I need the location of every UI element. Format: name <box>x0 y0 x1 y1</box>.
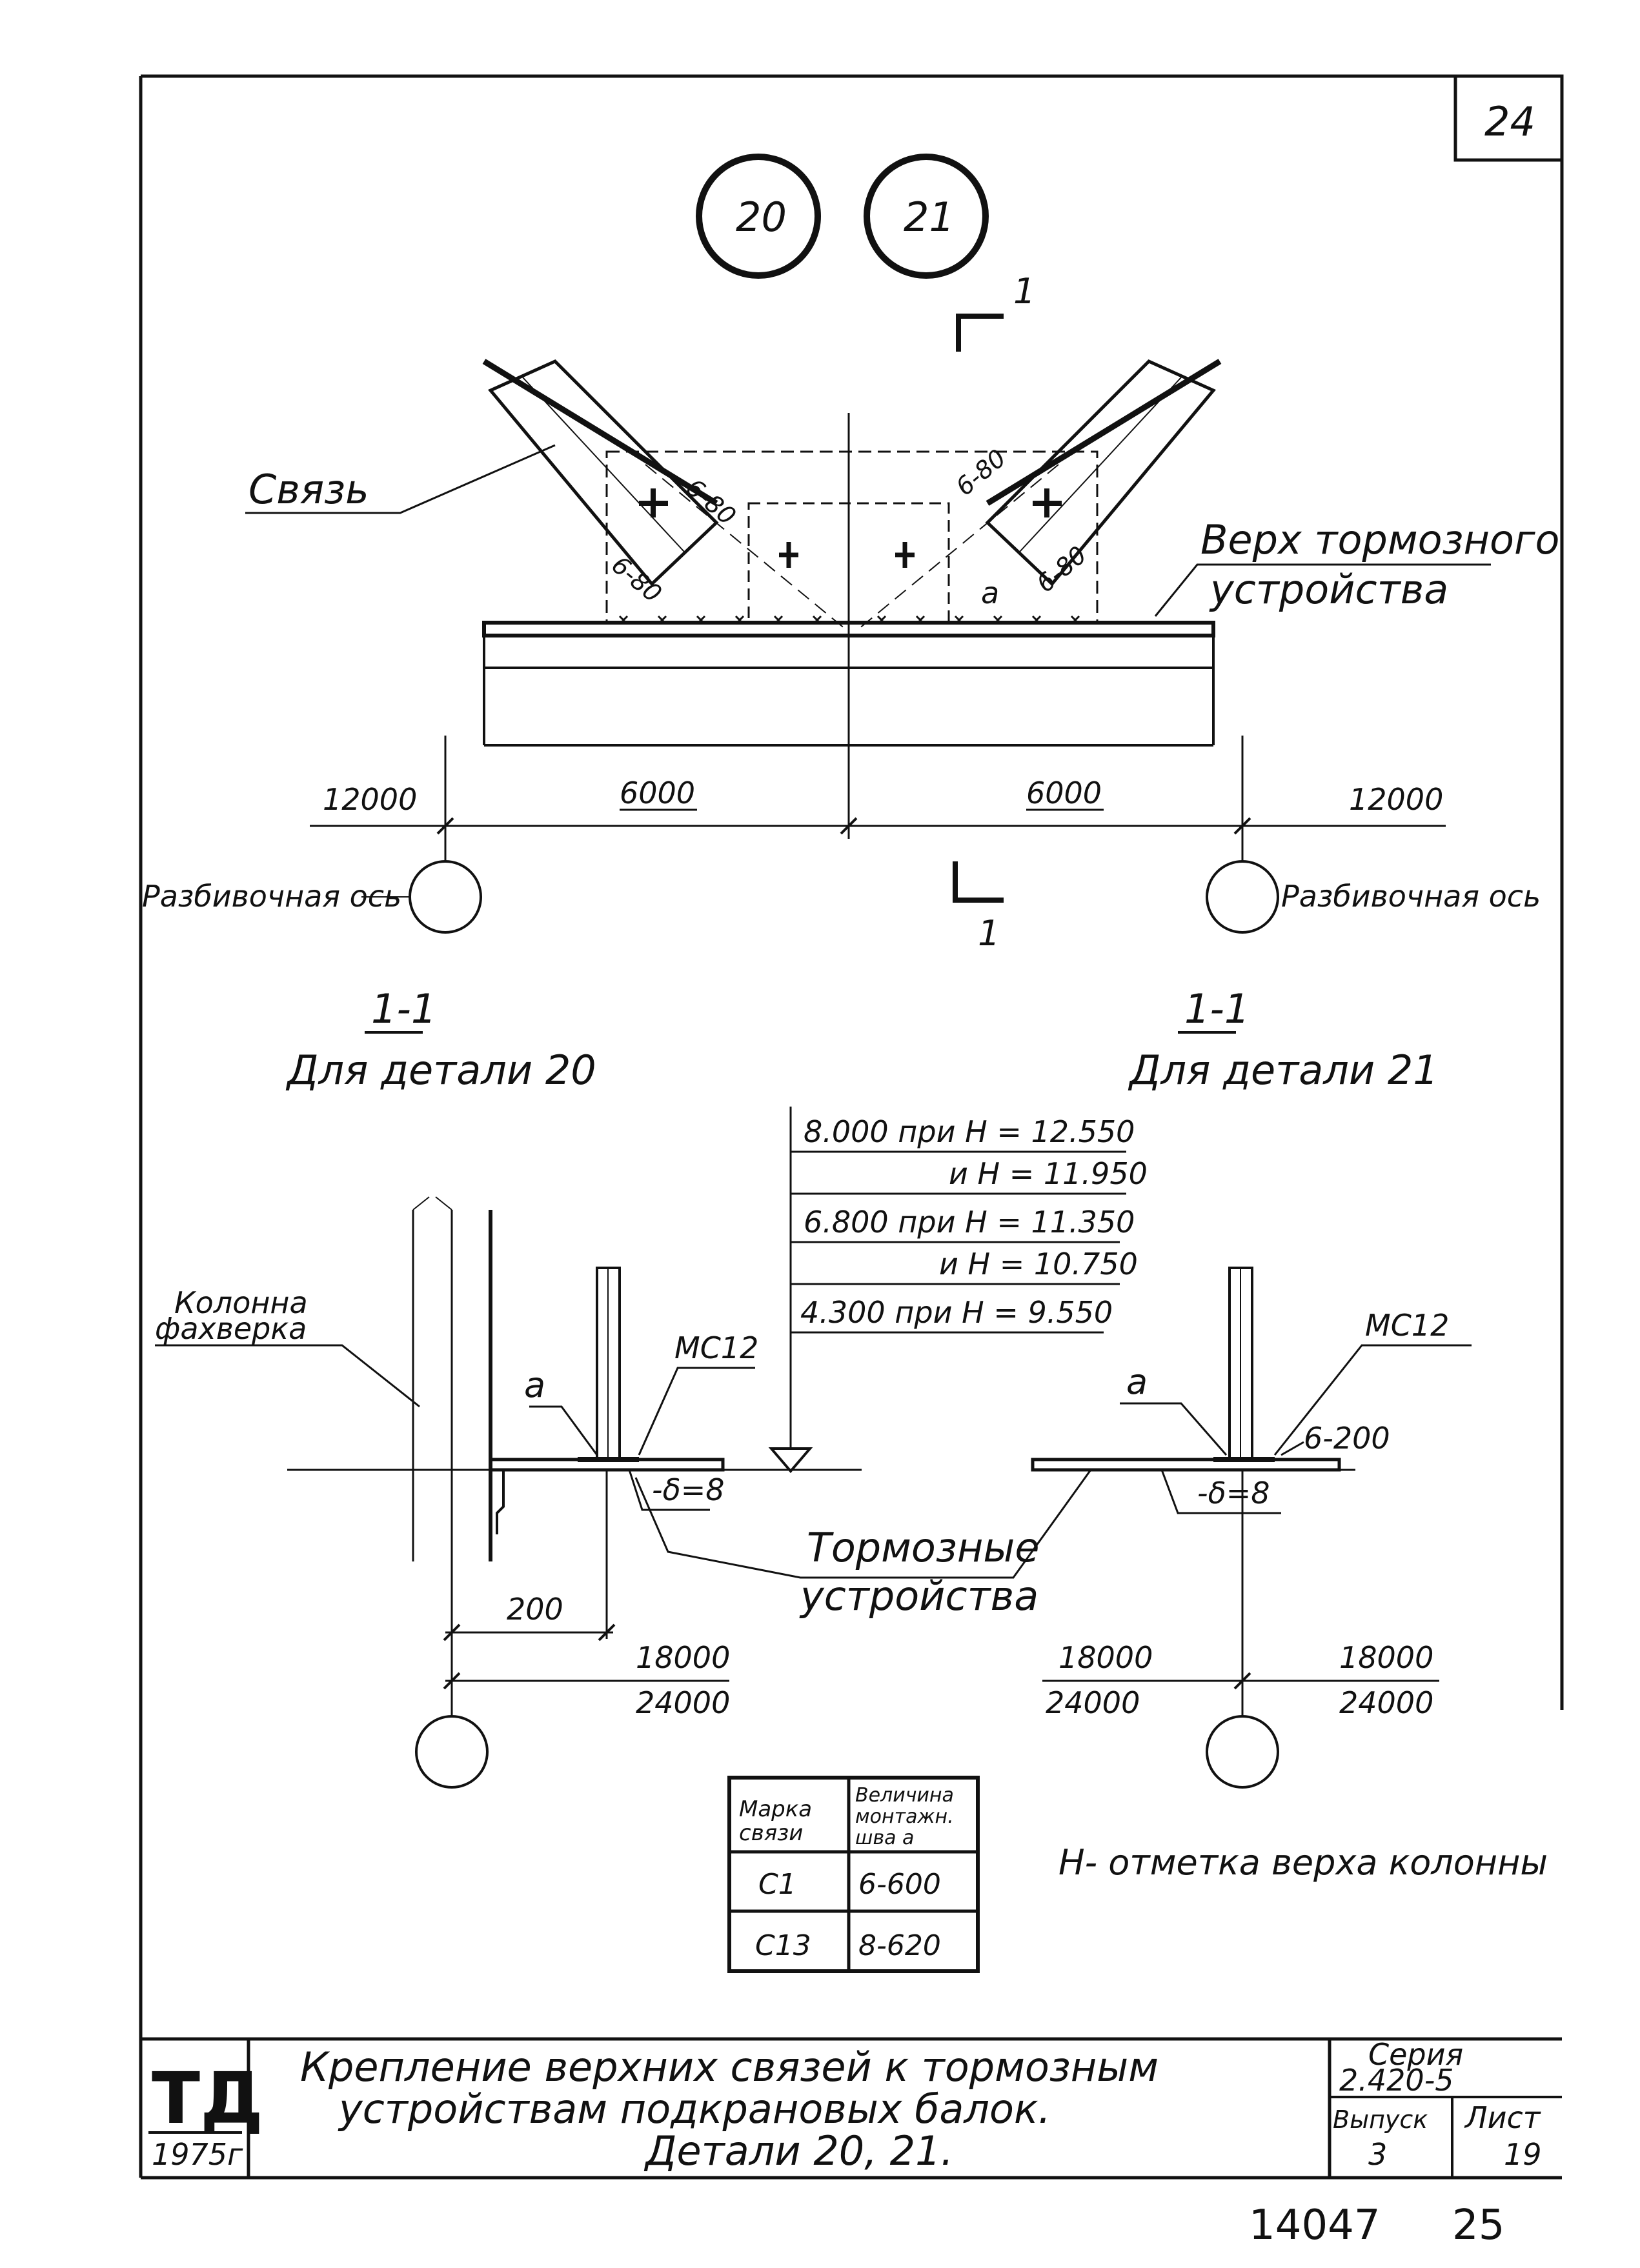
section-right-caption-text: Для детали 21 <box>1128 1047 1439 1094</box>
table-header-2-line-3: шва a <box>855 1827 914 1849</box>
section-cut-bottom: 1 <box>953 861 1004 954</box>
label-top-device-1: Верх тормозного <box>1200 516 1560 563</box>
footer-page: 25 <box>1452 2202 1504 2249</box>
section-right-weld-a: a <box>1126 1361 1148 1402</box>
dim-6000-right: 6000 <box>1026 776 1102 810</box>
dim-left-18000: 18000 <box>636 1640 730 1675</box>
elevation-4: и H = 10.750 <box>939 1247 1138 1281</box>
dim-right-a-18000: 18000 <box>1058 1640 1153 1675</box>
title-block: ТД 1975г Крепление верхних связей к торм… <box>141 2037 1562 2178</box>
label-top-device-2: устройства <box>1209 566 1448 613</box>
series-label: Серия <box>1368 2037 1463 2072</box>
section-left-plate: -δ=8 <box>652 1472 725 1507</box>
weld-table: Марка связи Величина монтажн. шва a С1 6… <box>727 1776 980 1973</box>
brake-device-label: Тормозные устройства <box>634 1469 1092 1620</box>
elevation-5: 4.300 при H = 9.550 <box>800 1295 1113 1330</box>
footer-number: 14047 <box>1249 2202 1381 2249</box>
section-cut-bottom-label: 1 <box>978 913 1000 954</box>
dim-12000-left: 12000 <box>323 782 417 817</box>
table-header-1-line-1: Марка <box>739 1796 812 1822</box>
section-right-title: 1-1 <box>1184 985 1250 1032</box>
table-header-2-line-2: монтажн. <box>855 1805 954 1828</box>
detail-mark-21-text: 21 <box>904 194 955 241</box>
brake-label-2: устройства <box>799 1572 1038 1620</box>
dim-right-b-18000: 18000 <box>1339 1640 1433 1675</box>
sheet-frame <box>139 74 1564 2180</box>
column-label-1: Колонна <box>174 1285 308 1320</box>
axis-right: Разбивочная ось <box>1206 826 1541 934</box>
section-right-drawing: a МС12 6-200 -δ=8 18000 24000 18000 2400… <box>1031 1267 1472 1789</box>
dim-6000-left: 6000 <box>620 776 695 810</box>
section-cut-top-label: 1 <box>1013 271 1035 312</box>
weld-note-1: 6-80 <box>680 473 741 530</box>
section-right-caption: 1-1 Для детали 21 <box>1128 985 1439 1094</box>
series-value: 2.420-5 <box>1339 2063 1454 2098</box>
section-left-caption-text: Для детали 20 <box>285 1047 596 1094</box>
corner-number-box: 24 <box>1453 74 1564 162</box>
weld-note-2: 6-80 <box>606 550 667 608</box>
plan-dimensions: 12000 6000 6000 12000 <box>310 736 1446 858</box>
dim-left-24000: 24000 <box>636 1685 730 1720</box>
section-right-weld: 6-200 <box>1304 1421 1390 1456</box>
title-line-1: Крепление верхних связей к тормозным <box>300 2043 1159 2091</box>
table-header-1-line-2: связи <box>739 1820 803 1846</box>
table-row-2-mark: С13 <box>755 1929 811 1962</box>
section-left-title: 1-1 <box>371 985 436 1032</box>
sheet-value: 19 <box>1504 2137 1542 2172</box>
weld-a-top: a <box>981 576 999 610</box>
elevation-3: 6.800 при H = 11.350 <box>804 1205 1135 1239</box>
detail-mark-20: 20 <box>696 154 821 279</box>
dim-12000-right: 12000 <box>1349 782 1443 817</box>
issue-value: 3 <box>1368 2137 1387 2172</box>
left-brace <box>482 359 719 587</box>
axis-label-right: Разбивочная ось <box>1281 879 1541 914</box>
column-label-2: фахверка <box>155 1311 307 1346</box>
title-year: 1975г <box>152 2137 243 2172</box>
dim-right-a-24000: 24000 <box>1046 1685 1140 1720</box>
brake-label-1: Тормозные <box>807 1524 1039 1571</box>
logo-td: ТД <box>152 2057 263 2140</box>
table-header-2-line-1: Величина <box>855 1784 954 1807</box>
right-brace <box>985 359 1222 587</box>
elevation-2: и H = 11.950 <box>949 1156 1148 1191</box>
section-left-caption: 1-1 Для детали 20 <box>285 985 596 1094</box>
note-h: H- отметка верха колонны <box>1058 1842 1548 1883</box>
title-line-2: устройствам подкрановых балок. <box>338 2085 1051 2133</box>
section-left-weld-a: a <box>524 1365 545 1405</box>
section-left-mc12: МС12 <box>674 1330 758 1365</box>
label-link: Связь <box>248 466 369 513</box>
table-row-2-value: 8-620 <box>858 1929 941 1962</box>
section-right-mc12: МС12 <box>1365 1308 1449 1343</box>
table-row-1-value: 6-600 <box>858 1868 941 1901</box>
axis-left: Разбивочная ось <box>142 826 482 934</box>
dim-right-b-24000: 24000 <box>1339 1685 1433 1720</box>
detail-mark-21: 21 <box>864 154 989 279</box>
title-line-3: Детали 20, 21. <box>643 2127 953 2174</box>
table-row-1-mark: С1 <box>758 1868 796 1901</box>
sheet-label: Лист <box>1464 2100 1541 2135</box>
axis-label-left: Разбивочная ось <box>142 879 401 914</box>
section-cut-top: 1 <box>956 271 1035 352</box>
detail-mark-20-text: 20 <box>736 194 787 241</box>
dim-200: 200 <box>507 1592 563 1627</box>
section-right-plate: -δ=8 <box>1197 1476 1270 1510</box>
section-left-drawing: a МС12 -δ=8 Колонна фахверка 200 18000 2… <box>155 1196 862 1789</box>
plan-view: 6-80 6-80 6-80 6-80 a Связь Верх тормозн… <box>245 359 1560 839</box>
corner-number: 24 <box>1484 98 1535 145</box>
issue-label: Выпуск <box>1333 2105 1428 2134</box>
elevation-notes: 8.000 при H = 12.550 и H = 11.950 6.800 … <box>768 1107 1148 1474</box>
elevation-1: 8.000 при H = 12.550 <box>804 1114 1135 1149</box>
